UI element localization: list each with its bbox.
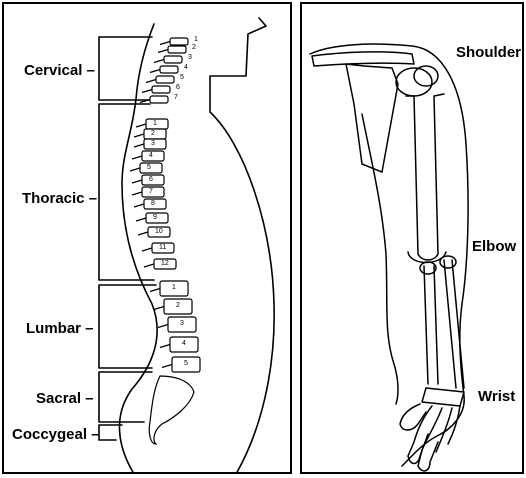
cervical-vertebra: [156, 76, 174, 83]
vertebra-number: 9: [153, 214, 157, 222]
radius: [424, 266, 438, 384]
vertebra-number: 2: [192, 44, 196, 52]
vertebra-number: 11: [159, 244, 166, 252]
spine-panel: Cervical – Thoracic – Lumbar – Sacral – …: [2, 2, 292, 474]
arm-panel: Shoulder Elbow Wrist: [300, 2, 524, 474]
cervical-vertebra: [168, 46, 186, 53]
cervical-vertebra: [170, 38, 188, 45]
thoracic-vertebra: [146, 119, 168, 129]
cervical-vertebra: [152, 86, 170, 93]
vertebra-number: 5: [147, 164, 151, 172]
vertebra-number: 7: [174, 94, 178, 102]
region-label-lumbar: Lumbar –: [26, 320, 94, 337]
vertebral-column: [130, 38, 200, 444]
region-label-cervical: Cervical –: [24, 62, 95, 79]
thoracic-vertebra: [144, 139, 166, 149]
vertebra-number: 5: [184, 360, 188, 368]
thoracic-vertebra: [142, 175, 164, 185]
cervical-vertebra: [150, 96, 168, 103]
vertebra-number: 3: [188, 54, 192, 62]
thoracic-vertebra: [144, 199, 166, 209]
clavicle: [312, 52, 414, 66]
vertebra-number: 2: [151, 130, 155, 138]
vertebra-number: 4: [182, 340, 186, 348]
region-label-coccygeal: Coccygeal –: [12, 426, 100, 443]
vertebra-number: 12: [161, 260, 169, 268]
front-body-outline: [210, 18, 274, 474]
vertebra-number: 8: [151, 200, 155, 208]
cervical-vertebra: [160, 66, 178, 73]
cervical-vertebra: [164, 56, 182, 63]
vertebra-number: 6: [149, 176, 153, 184]
sacrum: [149, 376, 194, 444]
vertebra-number: 2: [176, 302, 180, 310]
humerus: [406, 94, 444, 260]
thoracic-vertebra: [142, 187, 164, 197]
vertebra-number: 1: [194, 36, 198, 44]
vertebra-number: 10: [155, 228, 163, 236]
vertebra-number: 3: [151, 140, 155, 148]
thoracic-vertebra: [144, 129, 166, 139]
joint-label-wrist: Wrist: [478, 388, 515, 405]
vertebra-number: 3: [180, 320, 184, 328]
joint-label-shoulder: Shoulder: [456, 44, 521, 61]
vertebra-number: 4: [184, 64, 188, 72]
vertebra-number: 1: [153, 120, 157, 128]
thoracic-vertebra: [140, 163, 162, 173]
region-label-thoracic: Thoracic –: [22, 190, 97, 207]
vertebra-number: 4: [149, 152, 153, 160]
joint-label-elbow: Elbow: [472, 238, 516, 255]
vertebra-number: 1: [172, 284, 176, 292]
vertebra-number: 7: [149, 188, 153, 196]
thoracic-vertebra: [142, 151, 164, 161]
vertebra-number: 5: [180, 74, 184, 82]
region-label-sacral: Sacral –: [36, 390, 94, 407]
thoracic-vertebra: [146, 213, 168, 223]
vertebra-number: 6: [176, 84, 180, 92]
scapula: [346, 64, 398, 172]
